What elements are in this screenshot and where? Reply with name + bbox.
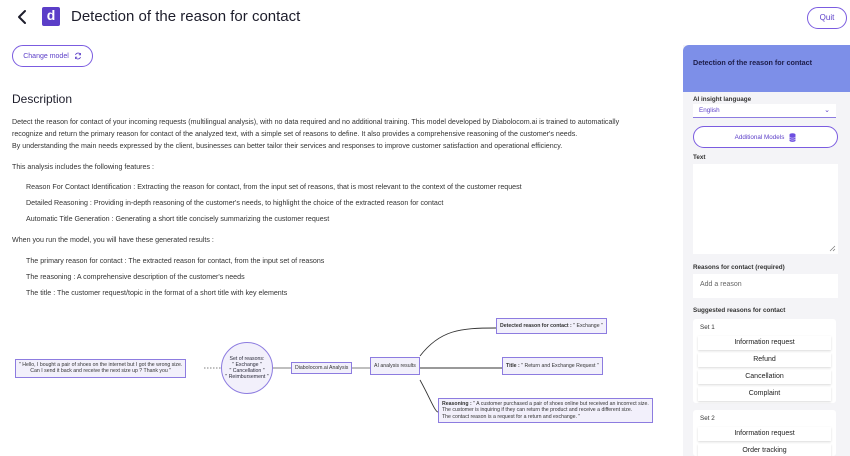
description-paragraph: By understanding the main needs expresse…: [12, 142, 563, 150]
app-logo: d: [42, 7, 60, 26]
results-intro: When you run the model, you will have th…: [12, 236, 214, 244]
resize-handle-icon[interactable]: [828, 244, 836, 252]
reason-output: Detected reason for contact : " Exchange…: [496, 318, 607, 335]
title-output: Title : " Return and Exchange Request ": [502, 357, 603, 376]
reasons-label: Reasons for contact (required): [693, 264, 785, 271]
reason-output-value: " Exchange ": [571, 323, 603, 329]
reasoning-output: Reasoning : " A customer purchased a pai…: [438, 398, 653, 424]
suggestion-chip[interactable]: Information request: [698, 336, 831, 350]
suggestion-chip[interactable]: Cancellation: [698, 370, 831, 384]
reasoning-output-label: Reasoning :: [442, 401, 472, 407]
suggestion-set: Set 2 Information request Order tracking: [693, 410, 836, 456]
flow-diagram: " Hello, I bought a pair of shoes on the…: [0, 310, 680, 456]
suggested-reasons-label: Suggested reasons for contact: [693, 307, 786, 314]
description-heading: Description: [12, 92, 73, 106]
description-paragraph: Detect the reason for contact of your in…: [12, 118, 620, 126]
panel-title: Detection of the reason for contact: [683, 45, 850, 92]
reason-set-line: " Cancellation ": [229, 368, 265, 374]
reasoning-output-line: " A customer purchased a pair of shoes o…: [471, 401, 649, 407]
feature-item: Automatic Title Generation : Generating …: [26, 215, 330, 223]
diagram-connectors: [204, 327, 502, 413]
feature-item: Reason For Contact Identification : Extr…: [26, 183, 522, 191]
back-arrow-icon[interactable]: [14, 8, 32, 26]
suggestion-chip[interactable]: Refund: [698, 353, 831, 367]
add-reason-input[interactable]: Add a reason: [693, 274, 838, 298]
results-node: AI analysis results: [370, 357, 420, 376]
customer-message-line: Can I send it back and receive the next …: [30, 368, 172, 375]
analysis-node: Diabolocom.ai Analysis: [291, 362, 353, 375]
top-bar: d Detection of the reason for contact Qu…: [0, 0, 850, 36]
page-title: Detection of the reason for contact: [71, 8, 301, 25]
reasoning-output-line: The contact reason is a request for a re…: [442, 413, 581, 420]
change-model-label: Change model: [23, 52, 69, 60]
change-model-button[interactable]: Change model: [12, 45, 93, 67]
customer-message-box: " Hello, I bought a pair of shoes on the…: [15, 359, 187, 378]
feature-item: Detailed Reasoning : Providing in-depth …: [26, 199, 444, 207]
result-item: The title : The customer request/topic i…: [26, 289, 288, 297]
suggestion-chip[interactable]: Order tracking: [698, 444, 831, 456]
language-select[interactable]: English ⌄: [693, 104, 836, 118]
suggestion-set: Set 1 Information request Refund Cancell…: [693, 319, 836, 403]
title-output-label: Title :: [506, 363, 520, 369]
description-paragraph: recognize and return the primary reason …: [12, 130, 578, 138]
suggestion-chip[interactable]: Information request: [698, 427, 831, 441]
chevron-down-icon: ⌄: [824, 107, 830, 114]
language-value: English: [699, 107, 720, 114]
database-icon: [789, 132, 797, 142]
reason-set-line: " Exchange ": [232, 362, 262, 368]
reason-set-circle: Set of reasons: " Exchange " " Cancellat…: [221, 342, 273, 394]
reason-set-line: Set of reasons:: [229, 356, 265, 362]
reason-output-label: Detected reason for contact :: [500, 323, 572, 329]
additional-models-button[interactable]: Additional Models: [693, 126, 838, 148]
customer-message-line: " Hello, I bought a pair of shoes on the…: [19, 362, 183, 368]
result-item: The primary reason for contact : The ext…: [26, 257, 325, 265]
reasoning-output-line: The customer is inquiring if they can re…: [442, 407, 633, 414]
refresh-icon: [74, 52, 81, 60]
set-label: Set 2: [700, 415, 715, 422]
result-item: The reasoning : A comprehensive descript…: [26, 273, 245, 281]
set-label: Set 1: [700, 324, 715, 331]
text-input[interactable]: [693, 164, 838, 254]
language-label: AI insight language: [693, 96, 752, 103]
reason-set-line: " Reimbursement ": [225, 374, 269, 380]
additional-models-label: Additional Models: [734, 133, 785, 141]
features-intro: This analysis includes the following fea…: [12, 163, 154, 171]
title-output-value: " Return and Exchange Request ": [519, 363, 599, 369]
quit-button[interactable]: Quit: [807, 7, 847, 29]
right-panel: Detection of the reason for contact AI i…: [683, 45, 850, 456]
text-label: Text: [693, 154, 706, 161]
suggestion-chip[interactable]: Complaint: [698, 387, 831, 401]
